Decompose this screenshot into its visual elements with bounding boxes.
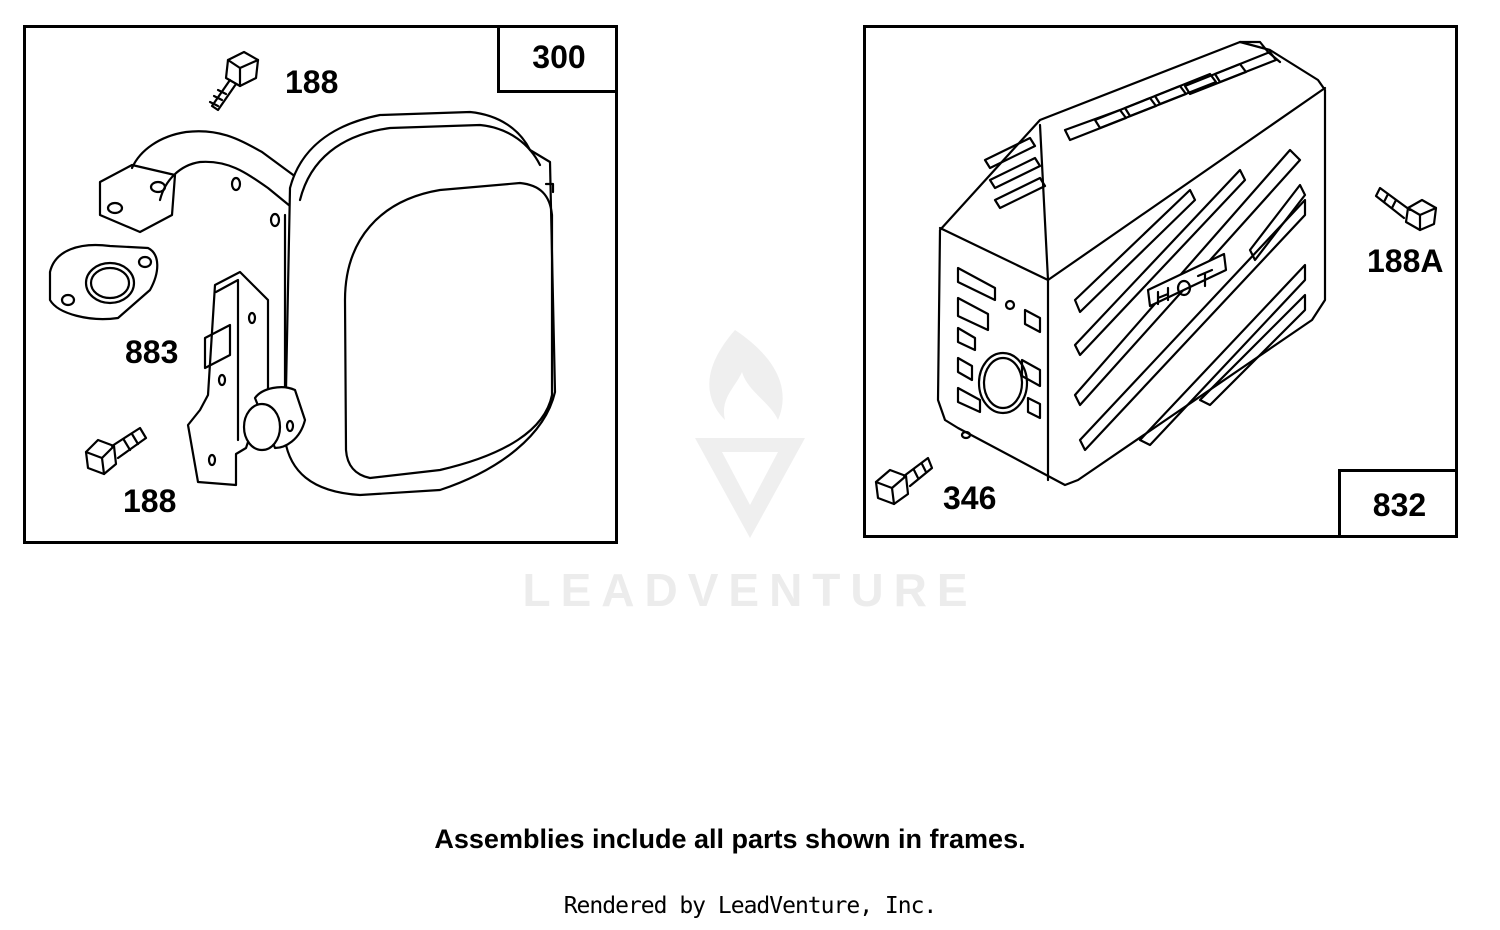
muffler-body bbox=[283, 110, 557, 497]
assembly-number-832[interactable]: 832 bbox=[1338, 469, 1458, 538]
hot-lettering bbox=[1146, 252, 1228, 308]
bolt-188a bbox=[1374, 186, 1438, 232]
callout-346[interactable]: 346 bbox=[943, 480, 997, 516]
render-credit: Rendered by LeadVenture, Inc. bbox=[563, 893, 938, 919]
bolt-188-top bbox=[208, 50, 260, 112]
assembly-number-300[interactable]: 300 bbox=[497, 25, 618, 93]
assembly-frame-832 bbox=[863, 25, 1458, 538]
watermark-wordmark: LEADVENTURE bbox=[522, 564, 978, 616]
callout-188a[interactable]: 188A bbox=[1367, 243, 1444, 279]
callout-188-top[interactable]: 188 bbox=[285, 64, 339, 100]
callout-188-bottom[interactable]: 188 bbox=[123, 483, 177, 519]
bolt-188-bottom bbox=[84, 426, 148, 476]
muffler-bracket bbox=[186, 270, 270, 487]
muffler-outlet bbox=[242, 386, 307, 452]
callout-883[interactable]: 883 bbox=[125, 334, 179, 370]
assembly-note: Assemblies include all parts shown in fr… bbox=[434, 824, 1026, 854]
heat-shield[interactable] bbox=[936, 40, 1327, 487]
exhaust-pipe bbox=[98, 130, 302, 234]
assembly-frame-300 bbox=[23, 25, 618, 544]
bolt-346 bbox=[874, 456, 934, 506]
gasket-883 bbox=[48, 244, 159, 321]
